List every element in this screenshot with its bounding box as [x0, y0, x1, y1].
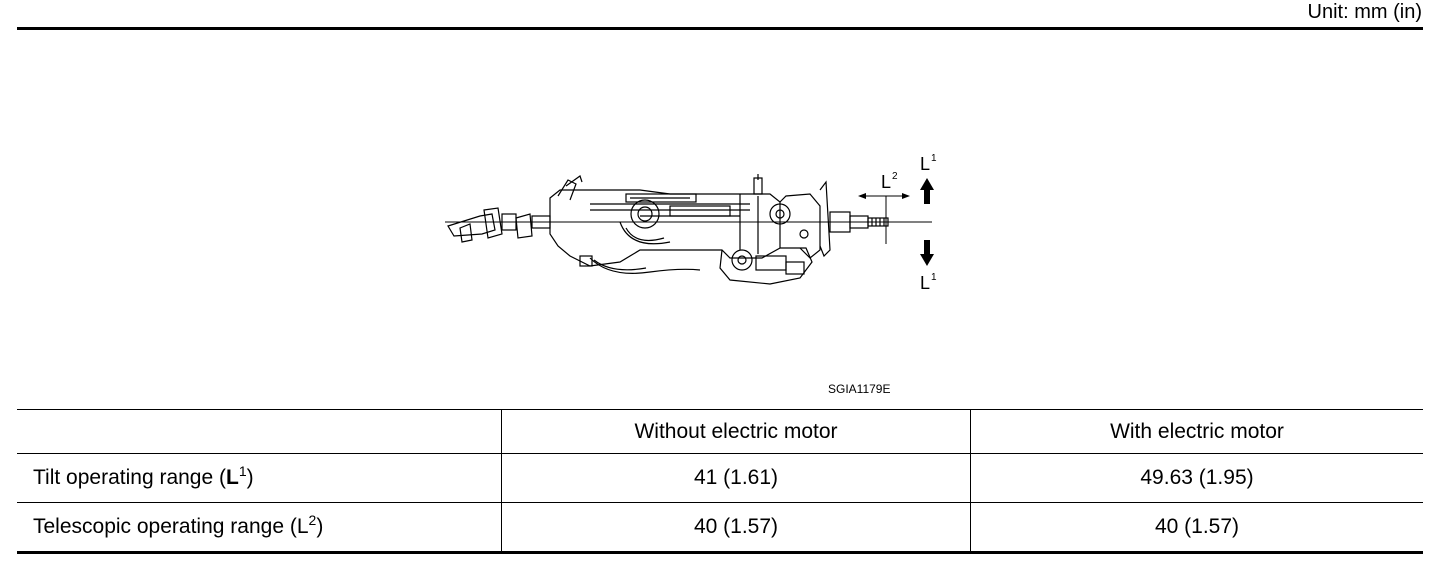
l1-top-sup: 1	[931, 153, 937, 164]
l2-label: L	[881, 172, 891, 192]
table-row: Telescopic operating range (L2) 40 (1.57…	[17, 502, 1423, 554]
row-label-sup: 2	[308, 512, 317, 528]
row-label-telescopic: Telescopic operating range (L2)	[17, 502, 502, 554]
header-cell-without-motor: Without electric motor	[501, 409, 971, 454]
row-label-sup: 1	[238, 463, 247, 479]
row-label-text: Telescopic operating range (	[33, 515, 297, 538]
table-row: Tilt operating range (L1) 41 (1.61) 49.6…	[17, 453, 1423, 503]
row-label-tilt: Tilt operating range (L1)	[17, 453, 502, 503]
table-header-row: Without electric motor With electric mot…	[17, 409, 1423, 454]
cell-tilt-with-motor: 49.63 (1.95)	[970, 453, 1423, 503]
cell-telescopic-without-motor: 40 (1.57)	[501, 502, 971, 554]
spec-table: Without electric motor With electric mot…	[17, 409, 1423, 554]
unit-label: Unit: mm (in)	[1307, 1, 1422, 23]
l1-top-label: L	[920, 154, 930, 174]
cell-tilt-without-motor: 41 (1.61)	[501, 453, 971, 503]
steering-column-figure: L 1 L 2 L 1	[445, 153, 937, 293]
l1-bottom-sup: 1	[931, 272, 937, 283]
row-label-text: Tilt operating range (	[33, 466, 226, 489]
header-cell-with-motor: With electric motor	[970, 409, 1423, 454]
l1-bottom-label: L	[920, 273, 930, 293]
row-label-suffix: )	[246, 466, 254, 489]
header-cell-empty	[17, 409, 502, 454]
row-label-symbol: L	[296, 515, 309, 538]
l2-sup: 2	[892, 171, 898, 182]
figure-code: SGIA1179E	[828, 382, 891, 396]
cell-telescopic-with-motor: 40 (1.57)	[970, 502, 1423, 554]
row-label-symbol: L	[226, 466, 239, 489]
top-rule	[17, 27, 1423, 30]
row-label-suffix: )	[316, 515, 324, 538]
